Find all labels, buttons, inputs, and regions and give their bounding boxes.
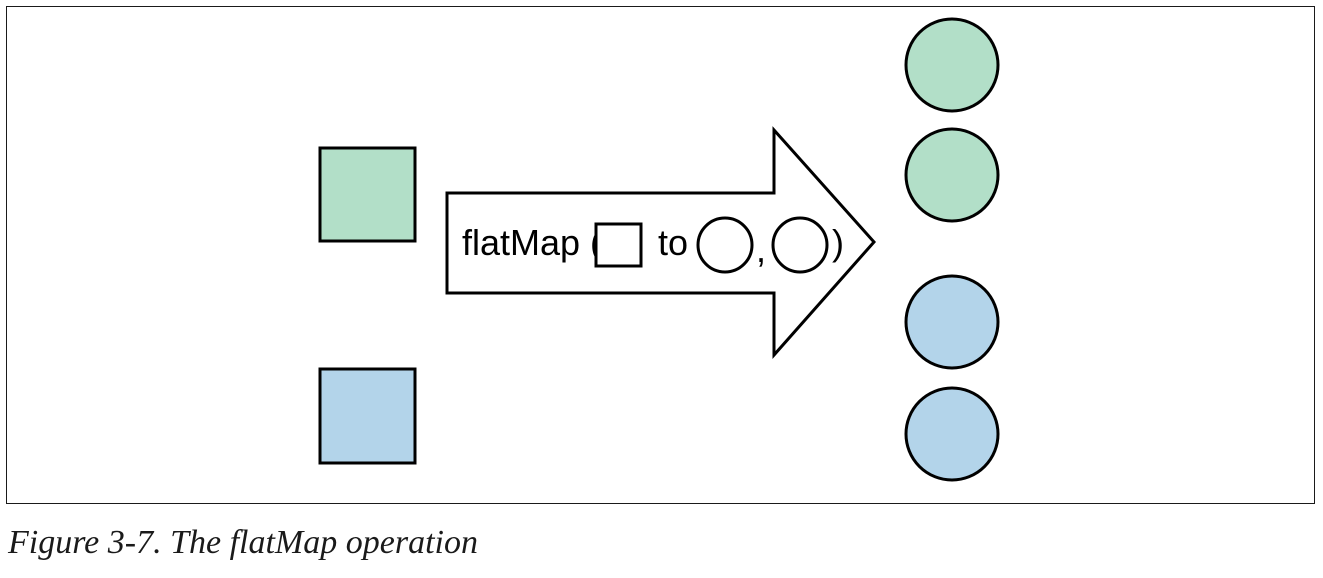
input-square-green [318, 146, 417, 243]
input-square-blue [318, 367, 417, 465]
output-circle-blue-1 [904, 274, 1000, 370]
output-circle-green-1 [904, 17, 1000, 113]
label-circle-icon-2 [771, 216, 829, 274]
label-circle-icon-1 [696, 216, 754, 274]
flatmap-label: flatMap ( [462, 222, 602, 263]
figure-caption: Figure 3-7. The flatMap operation [8, 524, 478, 561]
label-comma: , [756, 229, 766, 270]
output-circle-green-2 [904, 127, 1000, 223]
label-square-icon [594, 222, 643, 268]
label-close-paren: ) [832, 222, 844, 263]
output-circle-blue-2 [904, 386, 1000, 482]
label-to: to [658, 222, 688, 263]
flatmap-arrow [445, 126, 877, 359]
